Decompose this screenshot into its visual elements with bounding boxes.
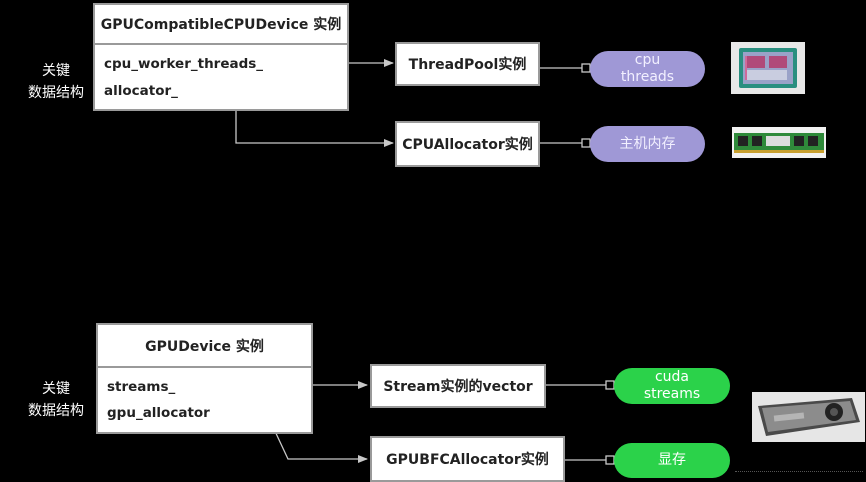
threadpool-label: ThreadPool实例: [408, 57, 527, 73]
stream-vector-label: Stream实例的vector: [383, 379, 533, 395]
field-gpu-allocator: gpu_allocator: [107, 405, 210, 421]
cpuallocator-label: CPUAllocator实例: [402, 137, 533, 153]
ram-module-icon: [734, 133, 824, 153]
threadpool-node: ThreadPool实例: [395, 42, 540, 86]
cpu-threads-pill: cpu threads: [590, 51, 705, 87]
gpu-device-title-text: GPUDevice 实例: [145, 338, 264, 355]
connector-node: [605, 380, 615, 390]
gpu-fields-box: streams_ gpu_allocator: [96, 366, 313, 434]
gpu-device-title: GPUDevice 实例: [96, 323, 313, 368]
pill-line: cpu: [634, 52, 661, 68]
cpu-fields-box: cpu_worker_threads_ allocator_: [93, 43, 349, 111]
side-label-line: 数据结构: [28, 85, 84, 101]
gpu-side-label: 关键 数据结构: [24, 378, 88, 422]
cpu-chip-icon: [739, 48, 797, 88]
host-memory-pill: 主机内存: [590, 126, 705, 162]
gpubfcallocator-node: GPUBFCAllocator实例: [370, 436, 565, 482]
side-label-line: 数据结构: [28, 403, 84, 419]
stream-vector-node: Stream实例的vector: [370, 364, 546, 408]
cuda-streams-pill: cuda streams: [614, 368, 730, 404]
video-memory-pill: 显存: [614, 443, 730, 478]
pill-line: 显存: [658, 452, 686, 468]
watermark: [735, 471, 863, 480]
cpuallocator-node: CPUAllocator实例: [395, 121, 540, 167]
pill-line: streams: [643, 386, 701, 402]
field-streams: streams_: [107, 379, 176, 395]
ram-module-image: [732, 127, 826, 158]
gpu-card-icon: [758, 398, 860, 436]
cpu-chip-image: [731, 42, 805, 94]
connector-node: [581, 138, 591, 148]
gpu-card-image: [752, 392, 865, 442]
pill-line: threads: [620, 69, 675, 85]
side-label-line: 关键: [42, 381, 70, 397]
connector-node: [581, 63, 591, 73]
gpubfcallocator-label: GPUBFCAllocator实例: [386, 452, 549, 468]
cpu-side-label: 关键 数据结构: [24, 60, 88, 104]
side-label-line: 关键: [42, 63, 70, 79]
cpu-device-title-text: GPUCompatibleCPUDevice 实例: [100, 17, 342, 33]
pill-line: cuda: [654, 369, 690, 385]
connector-node: [605, 455, 615, 465]
pill-line: 主机内存: [619, 135, 676, 152]
cpu-device-title: GPUCompatibleCPUDevice 实例: [93, 3, 349, 45]
field-cpu-worker-threads: cpu_worker_threads_: [104, 56, 264, 72]
field-allocator: allocator_: [104, 83, 178, 99]
